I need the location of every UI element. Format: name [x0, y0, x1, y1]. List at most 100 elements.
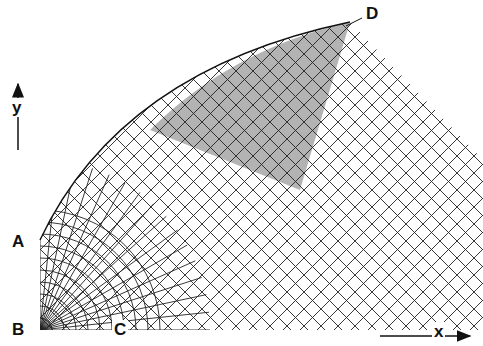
- characteristic-line: [0, 0, 341, 346]
- characteristic-line: [0, 0, 256, 346]
- characteristic-line: [0, 0, 86, 346]
- characteristic-arc: [40, 306, 64, 330]
- characteristic-line: [284, 0, 483, 346]
- characteristic-line: [0, 0, 35, 346]
- axis-label: y: [10, 98, 23, 117]
- characteristic-line: [233, 0, 483, 346]
- characteristic-line: [301, 0, 483, 346]
- characteristic-line: [131, 0, 477, 346]
- leader-line: [346, 18, 362, 26]
- characteristic-line: [40, 204, 154, 330]
- characteristic-line: [114, 0, 460, 346]
- characteristic-line: [216, 0, 483, 346]
- characteristic-line: [0, 0, 239, 346]
- characteristic-line: [267, 0, 483, 346]
- point-label: B: [10, 320, 26, 339]
- characteristic-line: [233, 0, 483, 346]
- characteristic-line: [0, 0, 69, 346]
- characteristic-line: [335, 0, 483, 346]
- characteristic-line: [0, 0, 222, 346]
- characteristic-line: [0, 0, 273, 346]
- point-label: C: [112, 320, 128, 339]
- characteristic-line: [0, 0, 18, 346]
- characteristic-line: [403, 0, 483, 346]
- characteristic-line: [267, 0, 483, 346]
- characteristic-line: [0, 0, 290, 346]
- characteristic-line: [0, 0, 103, 346]
- characteristic-line: [0, 0, 324, 346]
- characteristic-line: [471, 0, 483, 346]
- characteristic-line: [0, 0, 188, 346]
- characteristic-line: [131, 0, 477, 346]
- characteristic-arc: [40, 258, 112, 330]
- characteristic-line: [29, 0, 375, 346]
- characteristic-line: [40, 230, 178, 330]
- characteristic-arc: [40, 234, 136, 330]
- characteristic-line: [148, 0, 483, 346]
- characteristic-line: [165, 0, 483, 346]
- characteristic-line: [420, 0, 483, 346]
- characteristic-line: [0, 0, 273, 346]
- characteristic-line: [454, 0, 483, 346]
- characteristic-line: [0, 0, 222, 346]
- characteristic-line: [80, 0, 426, 346]
- characteristic-line: [40, 161, 58, 330]
- characteristic-line: [216, 0, 483, 346]
- characteristic-line: [0, 0, 171, 346]
- characteristic-line: [386, 0, 483, 346]
- wall-contour: [40, 22, 350, 240]
- characteristic-line: [0, 0, 103, 346]
- characteristic-line: [12, 0, 358, 346]
- point-label: A: [10, 232, 26, 251]
- y-axis-arrow: [17, 84, 19, 150]
- characteristic-line: [40, 183, 125, 330]
- characteristic-line: [29, 0, 375, 346]
- characteristic-line: [437, 0, 483, 346]
- point-label: D: [364, 4, 380, 23]
- characteristic-line: [471, 0, 483, 346]
- characteristic-line: [0, 0, 307, 346]
- axis-label: x: [432, 322, 445, 341]
- characteristic-arc: [40, 294, 76, 330]
- characteristic-line: [250, 0, 483, 346]
- characteristic-line: [352, 0, 483, 346]
- characteristic-line: [437, 0, 483, 346]
- characteristic-line: [97, 0, 443, 346]
- characteristic-line: [46, 0, 392, 346]
- characteristic-line: [0, 0, 256, 346]
- characteristic-arc: [40, 210, 160, 330]
- characteristic-line: [0, 0, 35, 346]
- characteristic-line: [403, 0, 483, 346]
- characteristic-line: [0, 0, 205, 346]
- characteristic-line: [148, 0, 483, 346]
- characteristic-line: [386, 0, 483, 346]
- characteristic-line: [420, 0, 483, 346]
- characteristic-line: [40, 175, 109, 330]
- characteristic-line: [352, 0, 483, 346]
- characteristic-arc: [40, 246, 124, 330]
- characteristic-line: [369, 0, 483, 346]
- characteristic-line: [0, 0, 154, 346]
- characteristic-line: [46, 0, 392, 346]
- characteristic-line: [63, 0, 409, 346]
- characteristic-arc: [40, 222, 148, 330]
- characteristic-line: [0, 0, 307, 346]
- characteristic-line: [318, 0, 483, 346]
- characteristic-line: [250, 0, 483, 346]
- characteristic-line: [40, 160, 41, 330]
- characteristic-line: [284, 0, 483, 346]
- characteristic-line: [335, 0, 483, 346]
- characteristic-line: [0, 0, 239, 346]
- characteristic-line: [0, 0, 1, 346]
- characteristic-line: [0, 0, 1, 346]
- characteristic-line: [12, 0, 358, 346]
- characteristic-line: [63, 0, 409, 346]
- characteristic-line: [318, 0, 483, 346]
- characteristic-line: [0, 0, 154, 346]
- characteristic-line: [165, 0, 483, 346]
- characteristic-line: [40, 216, 166, 330]
- characteristic-line: [0, 0, 205, 346]
- characteristic-arc: [40, 282, 88, 330]
- characteristic-line: [97, 0, 443, 346]
